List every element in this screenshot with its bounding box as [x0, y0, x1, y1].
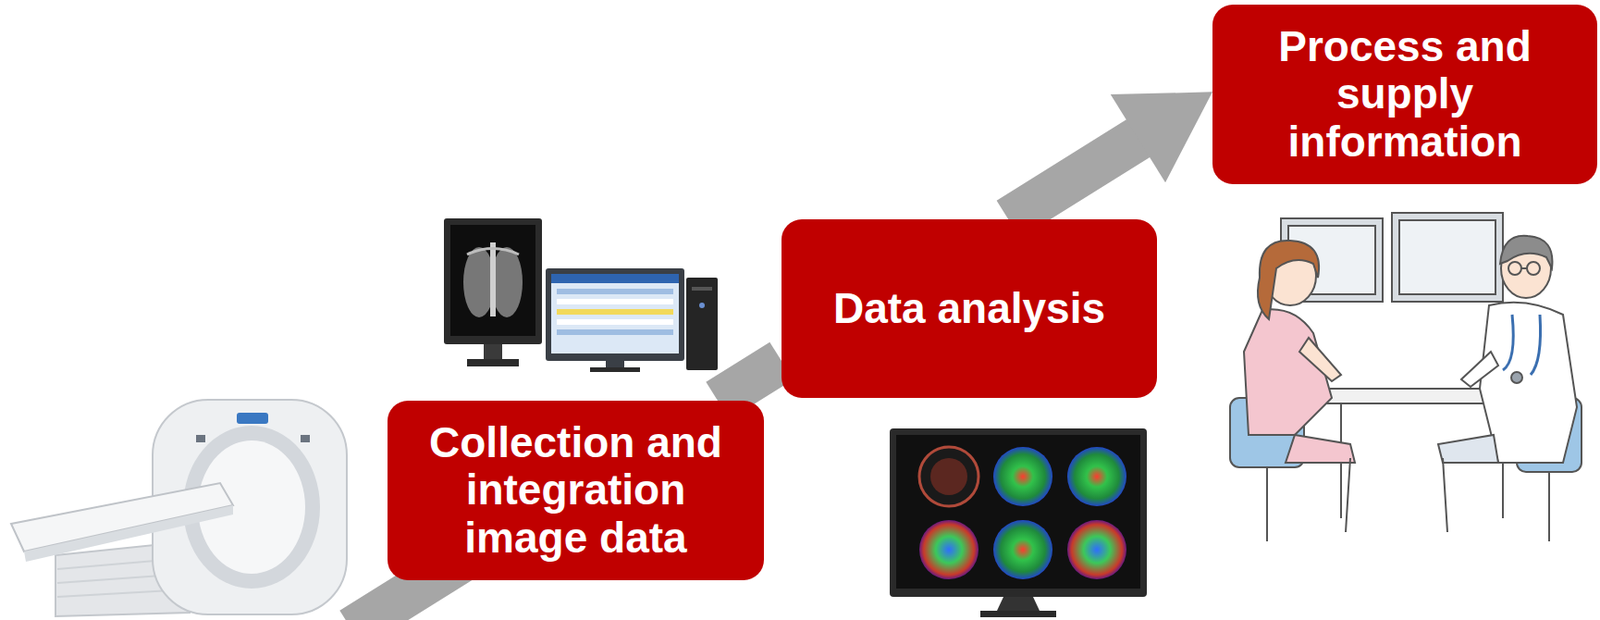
workstation [443, 218, 718, 372]
flow-arrow [1008, 91, 1213, 220]
process-step-box: Process and supply information [1212, 4, 1598, 185]
arrow-head [1110, 91, 1213, 183]
arrow-shaft [717, 360, 782, 401]
process-step-box: Data analysis [781, 219, 1157, 398]
analysis-monitor [889, 428, 1147, 617]
arrow-shaft [1008, 137, 1140, 220]
consultation-illustration [1230, 212, 1582, 542]
step-label: Process and supply information [1230, 23, 1579, 167]
ct-scanner [11, 399, 347, 616]
flow-arrow [717, 360, 782, 401]
process-step-box: Collection and integration image data [387, 400, 764, 580]
step-label: Collection and integration image data [406, 418, 746, 563]
step-label: Data analysis [833, 284, 1106, 333]
